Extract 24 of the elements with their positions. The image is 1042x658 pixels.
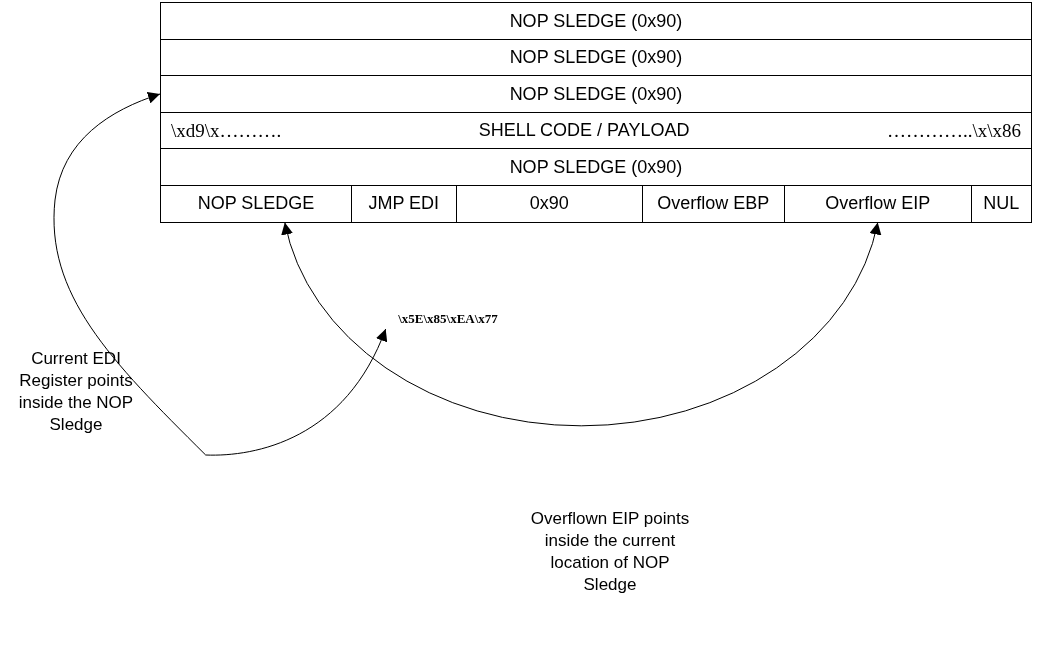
- memory-row: [160, 75, 1032, 113]
- cell-label: NUL: [983, 193, 1020, 214]
- memory-cell: [160, 184, 352, 223]
- cell-label: Overflow EIP: [825, 193, 931, 214]
- cell-label: NOP SLEDGE (0x90): [509, 156, 683, 178]
- memory-cell: [970, 184, 1032, 223]
- cell-label: SHELL CODE / PAYLOAD: [478, 120, 690, 141]
- cell-label: NOP SLEDGE (0x90): [509, 10, 683, 32]
- cell-label: 0x90: [529, 193, 569, 214]
- memory-row: [160, 38, 1032, 77]
- cell-label: NOP SLEDGE: [197, 193, 315, 214]
- annotation-text: Overflown EIP points inside the current location of NOP Sledge: [529, 508, 691, 596]
- memory-row: [160, 111, 1032, 150]
- hex-bytes: …………..\x\x86: [886, 119, 1021, 142]
- cell-label: Overflow EBP: [657, 193, 770, 214]
- curved-arrow: [53, 92, 387, 456]
- cell-label: JMP EDI: [368, 193, 440, 214]
- cell-label: NOP SLEDGE (0x90): [509, 83, 683, 105]
- memory-row: [160, 2, 1032, 40]
- address-text: \x5E\x85\xEA\x77: [366, 309, 530, 329]
- cell-label: NOP SLEDGE (0x90): [509, 47, 683, 68]
- memory-row: [160, 148, 1032, 186]
- curved-arrow: [282, 222, 881, 427]
- hex-bytes: \xd9\x……….: [171, 119, 282, 142]
